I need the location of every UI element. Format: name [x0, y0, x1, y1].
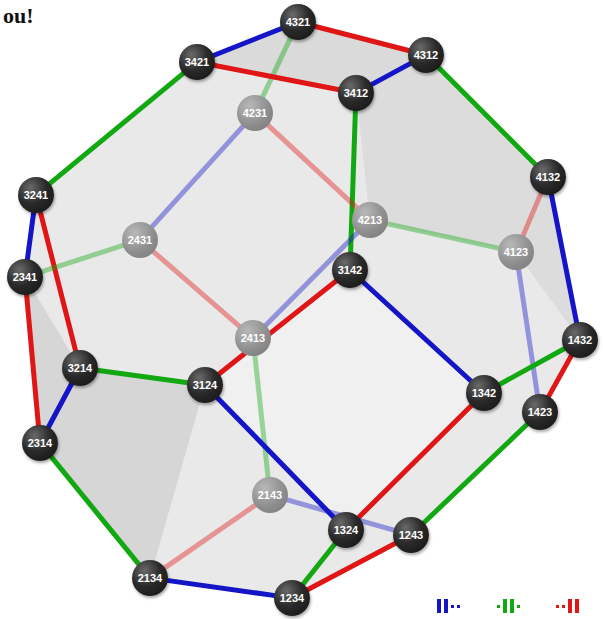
- permutation-vertex: 4321: [280, 4, 316, 40]
- permutation-vertex: 1324: [328, 512, 364, 548]
- permutation-vertex: 3412: [338, 75, 374, 111]
- transposition-edge: [48, 383, 72, 428]
- transposition-edge: [51, 456, 140, 565]
- polytope-body: [25, 22, 580, 598]
- permutation-vertex: 4312: [408, 37, 444, 73]
- transposition-edge: [40, 211, 76, 351]
- permutation-vertex: 3142: [332, 252, 368, 288]
- transposition-edge: [371, 63, 411, 85]
- vertex-label: 4321: [286, 16, 310, 28]
- vertex-label: 3214: [68, 362, 92, 374]
- transposition-edge: [214, 65, 340, 89]
- vertex-label: 2431: [128, 234, 152, 246]
- permutation-vertex: 3241: [18, 177, 54, 213]
- permutation-vertex: 4123: [498, 234, 534, 270]
- permutation-vertex: 4213: [352, 202, 388, 238]
- transposition-edge: [218, 281, 336, 375]
- vertex-label: 2143: [258, 489, 282, 501]
- permutation-vertex: 1423: [522, 394, 558, 430]
- right-face: [356, 55, 580, 340]
- permutation-vertex: 3124: [187, 367, 223, 403]
- vertex-label: 3142: [338, 264, 362, 276]
- transposition-edge: [387, 224, 500, 249]
- transposition-edge: [551, 194, 576, 324]
- vertex-label: 3241: [24, 189, 48, 201]
- transposition-edge: [151, 126, 243, 228]
- permutation-vertex: 2143: [252, 477, 288, 513]
- legend-symbols: [437, 599, 579, 613]
- transposition-edge: [49, 73, 184, 184]
- transposition-edge: [307, 543, 396, 590]
- permutation-vertex: 4231: [237, 95, 273, 131]
- transposition-edge: [27, 294, 39, 426]
- transposition-edge: [27, 212, 33, 260]
- left-lower-face: [25, 277, 205, 578]
- vertex-label: 3421: [185, 56, 209, 68]
- transposition-edge: [523, 193, 542, 237]
- permutation-vertex: 1432: [562, 322, 598, 358]
- vertex-label: 2341: [13, 271, 37, 283]
- vertex-label: 1342: [472, 387, 496, 399]
- vertex-label: 1234: [280, 592, 304, 604]
- transposition-edge: [217, 397, 334, 518]
- transposition-edge: [358, 405, 472, 518]
- vertex-label: 3124: [193, 379, 217, 391]
- transposition-edge: [262, 37, 290, 97]
- transposition-edge: [267, 125, 357, 209]
- permutation-vertex: 2431: [122, 222, 158, 258]
- vertex-label: 1324: [334, 524, 358, 536]
- vertex-label: 1423: [528, 406, 552, 418]
- vertex-label: 4132: [536, 171, 560, 183]
- permutation-vertex: 2314: [22, 425, 58, 461]
- transposition-edge: [97, 370, 188, 382]
- transposition-edge: [164, 505, 256, 569]
- permutation-vertex: 4132: [530, 159, 566, 195]
- vertex-label: 4123: [504, 246, 528, 258]
- permutation-vertex: 1342: [466, 375, 502, 411]
- transposition-edge: [167, 580, 275, 595]
- transposition-edge: [351, 110, 356, 253]
- vertex-label: 4213: [358, 214, 382, 226]
- transposition-edge: [499, 348, 565, 385]
- transposition-edge: [363, 281, 472, 381]
- permutation-vertex: 1234: [274, 580, 310, 616]
- vertex-label: 2314: [28, 437, 52, 449]
- transposition-edge: [41, 245, 124, 272]
- transposition-edge: [438, 67, 536, 165]
- transposition-edge: [423, 424, 527, 524]
- vertex-label: 2134: [138, 572, 162, 584]
- transposition-edge: [548, 355, 571, 397]
- permutation-vertex: 3214: [62, 350, 98, 386]
- transposition-edge: [314, 26, 409, 51]
- permutation-vertex: 2413: [235, 320, 271, 356]
- transposition-edge: [153, 251, 240, 327]
- transposition-edge: [255, 355, 268, 478]
- vertex-label: 3412: [344, 87, 368, 99]
- transposition-edge: [519, 269, 538, 395]
- vertex-label: 4312: [414, 49, 438, 61]
- vertex-label: 1243: [399, 529, 423, 541]
- transposition-edge: [213, 28, 282, 55]
- vertex-label: 4231: [243, 107, 267, 119]
- permutation-vertex: 2341: [7, 259, 43, 295]
- permutation-vertex: 1243: [393, 517, 429, 553]
- vertex-label: 1432: [568, 334, 592, 346]
- permutation-vertex: 3421: [179, 44, 215, 80]
- permutation-vertex: 2134: [132, 560, 168, 596]
- vertex-label: 2413: [241, 332, 265, 344]
- front-face: [205, 270, 484, 530]
- caption-fragment: ou!: [3, 3, 34, 29]
